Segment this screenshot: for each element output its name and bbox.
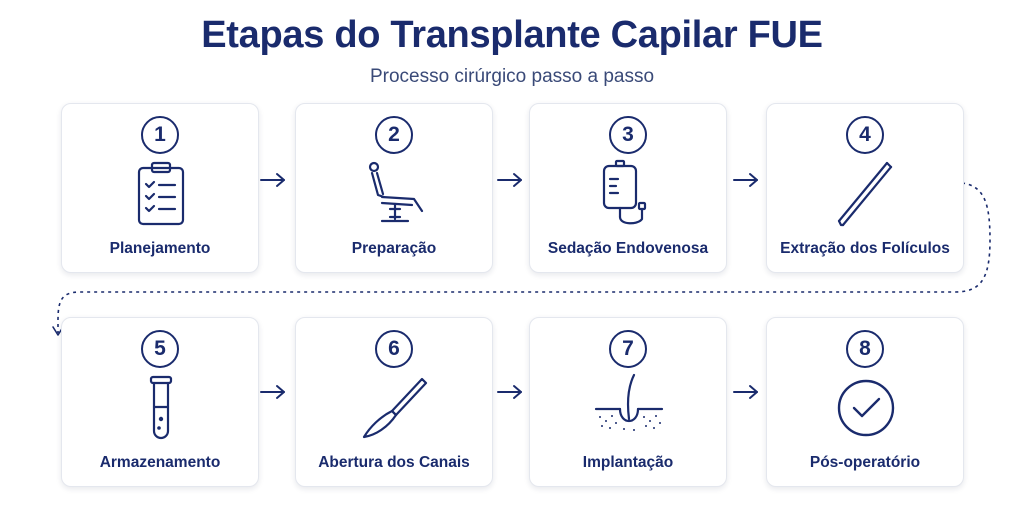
step-label: Extração dos Folículos [780,240,950,257]
scalpel-icon [362,377,428,439]
step-label: Armazenamento [99,454,221,471]
step-number: 8 [846,330,884,368]
hair-follicle-icon [594,373,664,431]
arrow-right-icon [260,385,285,399]
arrow-right-icon [733,173,758,187]
arrow-right-icon [497,385,522,399]
step-label: Preparação [351,240,437,257]
iv-bag-icon [602,159,647,225]
clipboard-checklist-icon [137,161,185,226]
arrow-right-icon [260,173,285,187]
step-card-7: 7 Implantação [529,317,727,487]
step-label: Abertura dos Canais [318,454,470,471]
step-card-2: 2 Preparação [295,103,493,273]
step-card-5: 5 Armazenamento [61,317,259,487]
test-tube-icon [149,375,173,440]
step-label: Sedação Endovenosa [547,240,709,257]
step-number: 5 [141,330,179,368]
step-card-6: 6 Abertura dos Canais [295,317,493,487]
tweezers-icon [837,161,893,227]
page-subtitle: Processo cirúrgico passo a passo [369,66,655,87]
step-card-3: 3 Sedação Endovenosa [529,103,727,273]
step-number: 4 [846,116,884,154]
check-circle-icon [837,379,895,437]
surgical-chair-icon [368,161,424,223]
arrow-right-icon [733,385,758,399]
step-card-8: 8 Pós-operatório [766,317,964,487]
page-title: Etapas do Transplante Capilar FUE [201,14,823,56]
step-card-1: 1 Planejamento [61,103,259,273]
step-number: 7 [609,330,647,368]
step-number: 3 [609,116,647,154]
step-label: Implantação [582,454,674,471]
step-number: 2 [375,116,413,154]
step-card-4: 4 Extração dos Folículos [766,103,964,273]
arrow-right-icon [497,173,522,187]
step-label: Planejamento [109,240,211,257]
step-number: 6 [375,330,413,368]
step-label: Pós-operatório [809,454,921,471]
step-number: 1 [141,116,179,154]
